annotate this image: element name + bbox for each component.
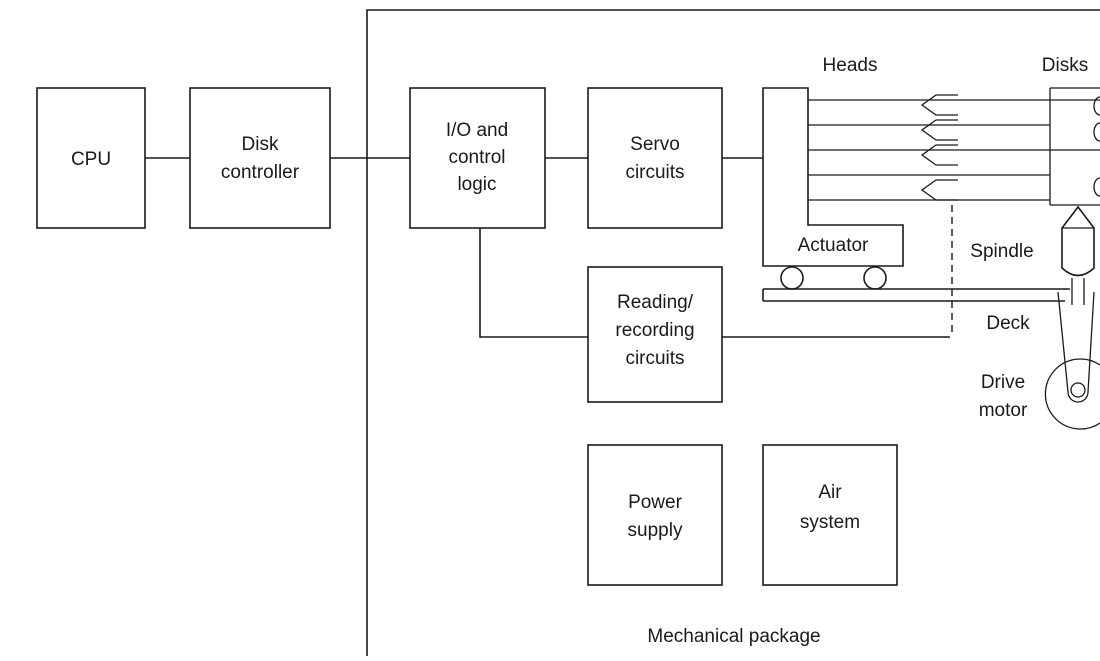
air-label-line-2: system	[800, 512, 860, 533]
servo-label-line-1: Servo	[630, 134, 680, 155]
actuator-wheel-left	[780, 266, 804, 290]
io-to-reading-line	[479, 228, 588, 338]
spindle-label: Spindle	[970, 241, 1033, 262]
mechanical-package-label: Mechanical package	[647, 626, 820, 647]
head-arms	[808, 99, 1100, 201]
io-control-block: I/O and control logic	[409, 87, 546, 229]
reading-label-line-3: circuits	[625, 348, 684, 369]
drive-motor-label-line-1: Drive	[981, 372, 1025, 393]
drive-motor-label-line-2: motor	[979, 400, 1028, 421]
mechanical-package-outline	[366, 9, 1100, 656]
reading-recording-block: Reading/ recording circuits	[587, 266, 723, 403]
disk-stack	[1049, 87, 1100, 206]
power-label-line-1: Power	[628, 492, 683, 513]
power-supply-block: Power supply	[587, 444, 723, 586]
io-control-label-line-3: logic	[457, 174, 496, 195]
drive-motor	[1044, 291, 1100, 430]
heads	[920, 94, 958, 201]
deck-label: Deck	[986, 313, 1030, 334]
reading-label-line-2: recording	[615, 320, 694, 341]
air-label-line-1: Air	[818, 482, 842, 503]
io-control-label-line-1: I/O and	[446, 120, 508, 141]
servo-circuits-block: Servo circuits	[587, 87, 723, 229]
heads-label: Heads	[823, 55, 878, 76]
io-control-label-line-2: control	[448, 147, 505, 168]
cpu-block: CPU	[36, 87, 146, 229]
spindle	[1061, 205, 1095, 305]
disks-label: Disks	[1042, 55, 1088, 76]
deck	[762, 288, 1070, 302]
reading-label-line-1: Reading/	[617, 292, 694, 313]
cpu-label: CPU	[71, 149, 111, 170]
servo-label-line-2: circuits	[625, 162, 684, 183]
disk-controller-label-line-2: controller	[221, 162, 300, 183]
actuator-wheel-right	[863, 266, 887, 290]
air-system-block: Air system	[762, 444, 898, 586]
power-label-line-2: supply	[628, 520, 683, 541]
disk-controller-block: Disk controller	[189, 87, 331, 229]
actuator-label: Actuator	[798, 235, 869, 256]
disk-controller-label-line-1: Disk	[242, 134, 279, 155]
actuator: Actuator	[762, 87, 904, 290]
